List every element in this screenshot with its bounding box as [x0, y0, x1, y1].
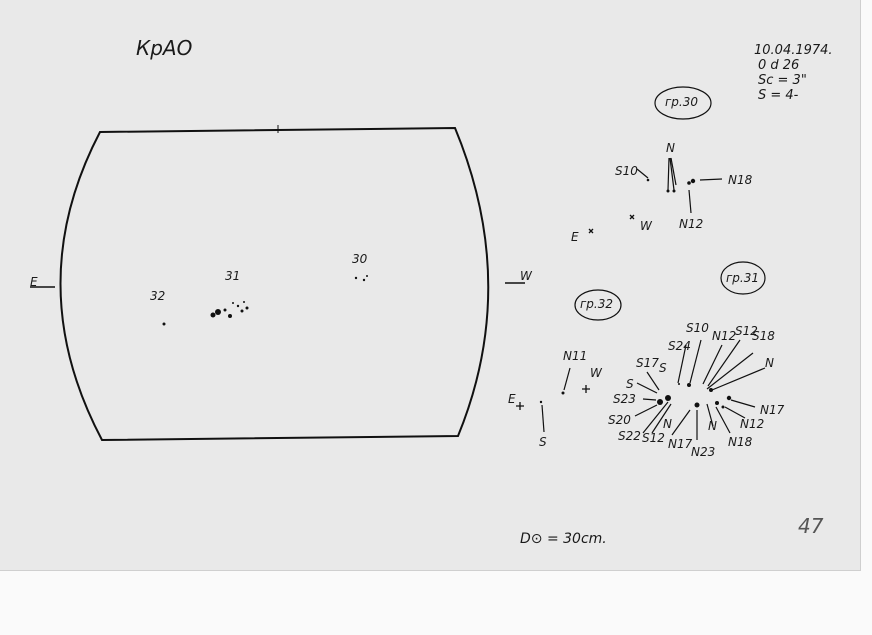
- leader-lines: [541, 86, 766, 440]
- group31-label: N17: [668, 437, 693, 451]
- group31-label: S18: [752, 329, 775, 343]
- group32-label: S: [539, 435, 547, 449]
- group31-label: N: [765, 356, 774, 370]
- group31-label: S12: [735, 324, 758, 338]
- group31-label: S12: [642, 431, 665, 445]
- group31-label: N12: [740, 417, 765, 431]
- seeing-s: S = 4-: [758, 88, 799, 103]
- group31-label: N23: [691, 445, 716, 459]
- group31-label: S22: [618, 429, 641, 443]
- group31-label: N17: [760, 403, 785, 417]
- group31-label: S23: [613, 392, 636, 406]
- group30-title: гр.30: [665, 95, 699, 109]
- group31-label: N: [663, 417, 672, 431]
- page-number: 47: [798, 514, 824, 538]
- group31-label: S: [659, 361, 667, 375]
- group31-label: S20: [608, 413, 631, 427]
- cross-markers: [516, 214, 635, 410]
- group31-title: гр.31: [726, 271, 760, 285]
- disc-diameter: D⊙ = 30cm.: [520, 531, 607, 547]
- disc-group-label: 32: [150, 289, 166, 303]
- observatory-title: КрАО: [136, 36, 193, 60]
- sunspot-dots: [162, 178, 732, 409]
- group31-label: S17: [636, 356, 659, 370]
- disc-west-label: W: [520, 269, 532, 283]
- group30-label: N: [666, 141, 675, 155]
- paper-sheet: [0, 0, 861, 571]
- group31-label: S: [626, 377, 634, 391]
- group32-east: E: [508, 392, 516, 406]
- group31-label: S10: [686, 321, 709, 335]
- seeing-sc: Sc = 3": [758, 73, 807, 88]
- group30-label: N12: [679, 217, 704, 231]
- disc-group-label: 31: [225, 269, 241, 283]
- group30-west: W: [640, 219, 652, 233]
- group30-label: N18: [728, 173, 753, 187]
- disc-group-label: 30: [352, 252, 368, 266]
- solar-disc-outline: [59, 126, 490, 442]
- group30-east: E: [571, 230, 579, 244]
- time: 0 d 26: [758, 58, 800, 73]
- group31-label: N: [708, 419, 717, 433]
- group31-label: S24: [668, 339, 691, 353]
- group32-title: гр.32: [580, 297, 614, 311]
- group31-label: N12: [712, 329, 737, 343]
- group31-label: N18: [728, 435, 753, 449]
- date: 10.04.1974.: [754, 43, 833, 58]
- group30-label: S10: [615, 164, 638, 178]
- group32-west: W: [590, 366, 602, 380]
- group32-label: N11: [563, 349, 588, 363]
- disc-east-label: E: [30, 275, 38, 289]
